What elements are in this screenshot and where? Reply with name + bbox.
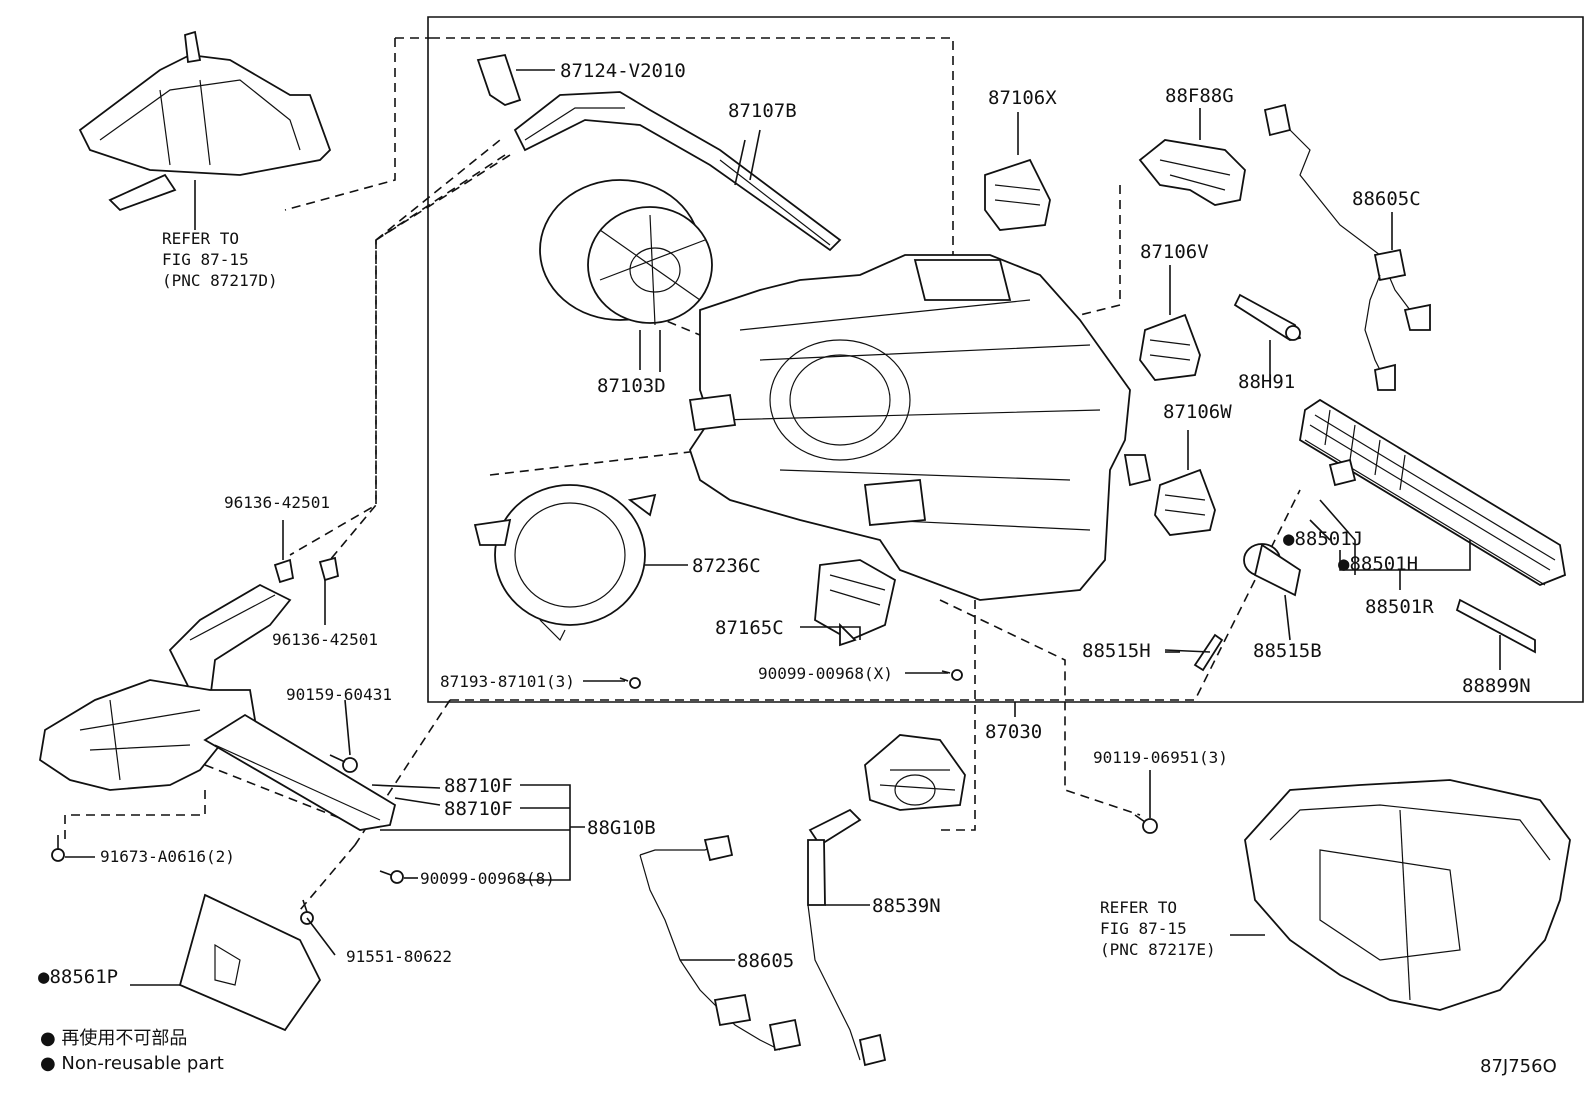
screw-90099-8 (379, 870, 404, 884)
bolt-88515h (1164, 633, 1224, 672)
legend-japanese: ● 再使用不可部品 (40, 1028, 187, 1049)
label-87103d: 87103D (597, 375, 666, 397)
label-96136-a: 96136-42501 (224, 493, 330, 512)
refer-bottom-block: REFER TO FIG 87-15 (PNC 87217E) (1100, 898, 1216, 959)
refer-top-line3: (PNC 87217D) (162, 271, 278, 290)
refer-top-block: REFER TO FIG 87-15 (PNC 87217D) (162, 229, 278, 290)
label-88501h: ●88501H (1338, 553, 1418, 575)
label-87165c: 87165C (715, 617, 784, 639)
blower-motor-87103d (539, 179, 713, 370)
sensor-88h91 (1233, 293, 1302, 375)
harness-88605 (639, 834, 802, 1052)
screw-91673 (51, 835, 65, 862)
dashed-leader (284, 38, 396, 211)
dashed-leader (64, 790, 206, 845)
label-88899n: 88899N (1462, 675, 1531, 697)
label-90099x: 90099-00968(X) (758, 664, 893, 683)
label-87124-v2010: 87124-V2010 (560, 60, 686, 82)
dashed-leader (1059, 185, 1121, 321)
refer-top-line1: REFER TO (162, 229, 239, 248)
actuator-87106x (984, 112, 1051, 231)
label-87107b: 87107B (728, 100, 797, 122)
actuator-88539n (807, 734, 966, 1067)
clip-96136-b (318, 556, 340, 582)
screw-91551 (300, 899, 336, 956)
dashed-leader (939, 599, 1141, 816)
harness-88605c (1263, 103, 1431, 391)
label-88605: 88605 (737, 950, 794, 972)
hvac-housing-87030 (688, 254, 1152, 601)
label-91673: 91673-A0616(2) (100, 847, 235, 866)
dashed-leader (289, 240, 377, 556)
label-87106x: 87106X (988, 87, 1057, 109)
label-90099-8: 90099-00968(8) (420, 869, 555, 888)
dashed-leader (940, 600, 976, 831)
label-88501r: 88501R (1365, 596, 1434, 618)
heater-88501r (1299, 398, 1567, 590)
refer-bottom-line3: (PNC 87217E) (1100, 940, 1216, 959)
label-88710f-a: 88710F (444, 775, 513, 797)
dashed-leader (329, 154, 506, 561)
leader-88501 (1309, 499, 1356, 575)
dashed-leader (375, 139, 511, 241)
screw-90119 (1134, 770, 1158, 834)
ring-87236c (473, 484, 657, 642)
refer-bottom-line1: REFER TO (1100, 898, 1177, 917)
strip-88899n (1455, 598, 1536, 670)
label-90119: 90119-06951(3) (1093, 748, 1228, 767)
label-91551: 91551-80622 (346, 947, 452, 966)
dashed-leader (299, 844, 356, 911)
label-88561p: ●88561P (38, 966, 118, 988)
assembly-border (427, 16, 1584, 703)
label-87193: 87193-87101(3) (440, 672, 575, 691)
actuator-87106v (1139, 265, 1201, 381)
leader-87165c (800, 626, 861, 640)
label-88515b: 88515B (1253, 640, 1322, 662)
assembly-dashed-box (431, 37, 954, 255)
duct-bottom-right (1244, 779, 1571, 1011)
leader-88710f-bracket (520, 784, 585, 881)
label-88g10b: 88G10B (587, 817, 656, 839)
label-87106w: 87106W (1163, 401, 1232, 423)
refer-bottom-line2: FIG 87-15 (1100, 919, 1187, 938)
duct-top-left (78, 30, 332, 212)
label-90159: 90159-60431 (286, 685, 392, 704)
label-88h91: 88H91 (1238, 371, 1295, 393)
label-88501j: ●88501J (1283, 528, 1363, 550)
sensor-88515b (1243, 543, 1302, 641)
label-88515h: 88515H (1082, 640, 1151, 662)
label-88539n: 88539N (872, 895, 941, 917)
label-87236c: 87236C (692, 555, 761, 577)
screw-87193 (619, 677, 641, 689)
actuator-87106w (1154, 430, 1216, 536)
resistor-87165c (814, 559, 897, 647)
screw-90099x (941, 669, 963, 681)
heater-duct-left (39, 583, 397, 831)
label-88605c: 88605C (1352, 188, 1421, 210)
leader-88710f (371, 784, 441, 806)
label-87106v: 87106V (1140, 241, 1209, 263)
pad-88561p (178, 893, 322, 1032)
clip-96136-a (273, 558, 295, 584)
leader-87107b (749, 129, 761, 181)
figure-code: 87J756O (1480, 1056, 1557, 1077)
label-88f88g: 88F88G (1165, 85, 1234, 107)
tube-87107b (513, 91, 842, 252)
sensor-87124 (476, 53, 555, 106)
legend-english: ● Non-reusable part (40, 1053, 224, 1074)
screw-90159 (329, 699, 358, 773)
label-88710f-b: 88710F (444, 798, 513, 820)
label-87030: 87030 (985, 721, 1042, 743)
bracket-88f88g (1138, 108, 1246, 206)
dashed-leader (489, 429, 881, 476)
label-96136-b: 96136-42501 (272, 630, 378, 649)
refer-top-line2: FIG 87-15 (162, 250, 249, 269)
